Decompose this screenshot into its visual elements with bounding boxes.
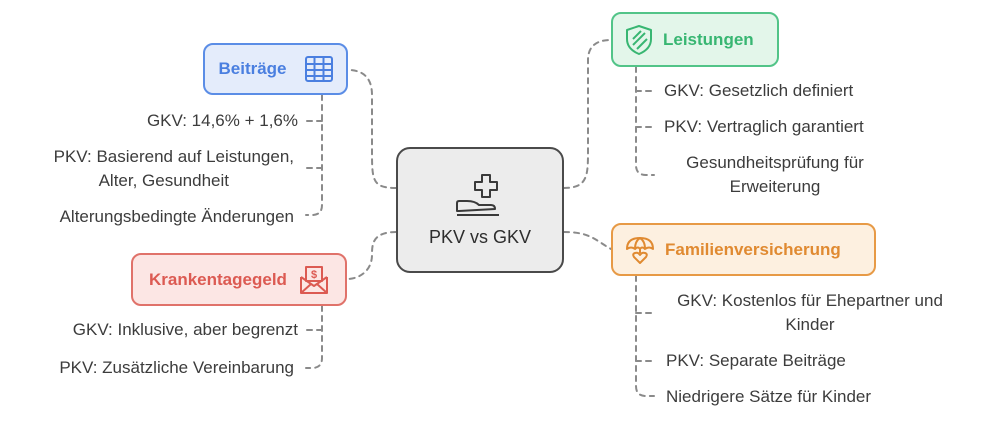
beitraege-node: Beiträge xyxy=(203,43,348,95)
connector-leistungen-items xyxy=(635,66,655,176)
leistungen-item-gkv: GKV: Gesetzlich definiert xyxy=(664,81,854,100)
krankentagegeld-title: Krankentagegeld xyxy=(149,269,287,289)
kranken-item-pkv: PKV: Zusätzliche Vereinbarung xyxy=(59,358,294,377)
krankentagegeld-node: Krankentagegeld $ xyxy=(131,253,347,306)
svg-text:$: $ xyxy=(311,269,317,281)
familien-item-gkv-cont: Kinder xyxy=(785,315,835,334)
center-node: PKV vs GKV xyxy=(396,147,564,273)
connector-beitraege xyxy=(347,69,397,189)
leistungen-item-pkv: PKV: Vertraglich garantiert xyxy=(664,117,864,136)
beitraege-item-alter: Alterungsbedingte Änderungen xyxy=(59,207,294,226)
leistungen-title: Leistungen xyxy=(663,29,754,49)
center-label: PKV vs GKV xyxy=(428,226,532,247)
leistungen-item-pruefung: Gesundheitsprüfung für xyxy=(686,153,864,172)
connector-familien xyxy=(563,231,612,250)
kranken-item-gkv: GKV: Inklusive, aber begrenzt xyxy=(72,320,298,339)
connector-leistungen xyxy=(563,39,612,189)
table-icon xyxy=(304,56,333,82)
connector-beitraege-items xyxy=(305,94,323,216)
familien-item-kinder: Niedrigere Sätze für Kinder xyxy=(666,387,872,406)
umbrella-heart-icon xyxy=(625,235,655,265)
familien-item-gkv: GKV: Kostenlos für Ehepartner und xyxy=(677,291,943,310)
shield-icon xyxy=(625,24,653,55)
leistungen-item-pruefung-cont: Erweiterung xyxy=(729,177,821,196)
beitraege-item-gkv: GKV: 14,6% + 1,6% xyxy=(146,111,298,130)
beitraege-item-pkv: PKV: Basierend auf Leistungen, xyxy=(53,147,294,166)
money-envelope-icon: $ xyxy=(299,265,329,295)
beitraege-title: Beiträge xyxy=(218,59,287,78)
medical-hand-icon xyxy=(455,173,505,219)
connector-kranken-items xyxy=(305,305,323,369)
leistungen-node: Leistungen xyxy=(611,12,779,67)
familienversicherung-node: Familienversicherung xyxy=(611,223,876,276)
familien-title: Familienversicherung xyxy=(665,239,841,259)
beitraege-item-pkv-cont: Alter, Gesundheit xyxy=(98,171,229,190)
familien-item-pkv: PKV: Separate Beiträge xyxy=(666,351,846,370)
connector-familien-items xyxy=(635,275,655,397)
connector-krankentagegeld xyxy=(346,231,397,280)
